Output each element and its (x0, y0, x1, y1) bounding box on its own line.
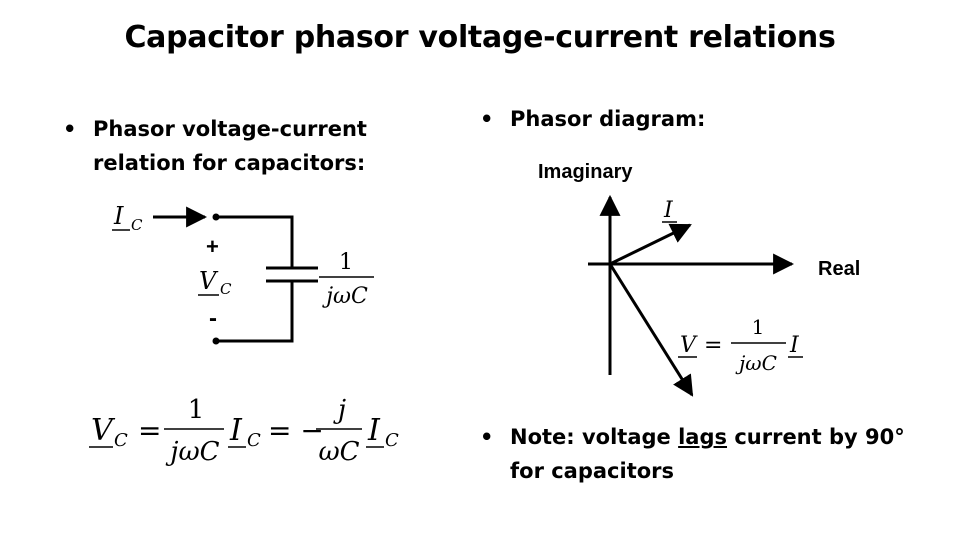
voltage-relation-equals: = (704, 333, 722, 358)
wire-top (216, 215, 294, 268)
bullet-text: Phasor voltage-current relation for capa… (93, 117, 367, 175)
voltage-relation-current: I (789, 333, 800, 358)
eq-frac1-denominator: jωC (165, 437, 219, 467)
eq-current1-sub: C (247, 430, 261, 451)
circuit-voltage-sub: C (220, 280, 232, 298)
imaginary-axis-label: Imaginary (538, 161, 633, 183)
voltage-relation-numerator: 1 (752, 315, 765, 339)
capacitor-equation: V C = 1 jωC I C = − j ωC I C (89, 395, 399, 467)
eq-current2: I (367, 413, 381, 448)
eq-current1: I (229, 413, 243, 448)
bullet-dot: • (480, 107, 494, 131)
eq-equals-minus: = − (268, 414, 324, 447)
current-phasor-label: I (663, 198, 674, 223)
note-emphasis-lags: lags (678, 425, 728, 449)
impedance-denominator: jωC (321, 284, 368, 309)
wire-bottom (216, 281, 294, 343)
eq-lhs: V (91, 413, 116, 448)
eq-current2-sub: C (385, 430, 399, 451)
voltage-phasor-label: V (680, 333, 698, 358)
plus-sign: + (206, 234, 219, 259)
bullet-phasor-diagram: • Phasor diagram: (480, 102, 890, 136)
minus-sign: - (209, 305, 217, 332)
eq-frac1-numerator: 1 (188, 395, 205, 425)
note-text-after: current by 90° for capacitors (510, 425, 905, 483)
capacitor-circuit: I C + V C - 1 jωC (112, 202, 374, 345)
bullet-text: Phasor diagram: (510, 107, 706, 131)
bullet-dot: • (63, 117, 77, 141)
phasor-diagram: Imaginary Real I V = 1 jωC I (538, 161, 860, 397)
eq-lhs-sub: C (114, 430, 128, 451)
circuit-voltage-symbol: V (199, 267, 219, 295)
eq-frac2-numerator: j (333, 395, 346, 425)
current-phasor (609, 223, 692, 266)
slide-title: Capacitor phasor voltage-current relatio… (124, 20, 836, 55)
circuit-current-symbol: I (113, 202, 124, 230)
real-axis-label: Real (818, 258, 860, 280)
note-text-before: Note: voltage (510, 425, 679, 449)
impedance-numerator: 1 (339, 250, 353, 275)
eq-equals: = (138, 414, 161, 447)
bullet-capacitor-relation: • Phasor voltage-current relation for ca… (63, 112, 423, 180)
bullet-dot: • (480, 425, 494, 449)
circuit-current-sub: C (131, 216, 143, 234)
voltage-relation-denominator: jωC (735, 351, 777, 375)
voltage-phasor (608, 263, 694, 397)
eq-frac2-denominator: ωC (318, 437, 359, 467)
bullet-note: • Note: voltage lags current by 90° for … (480, 420, 930, 488)
